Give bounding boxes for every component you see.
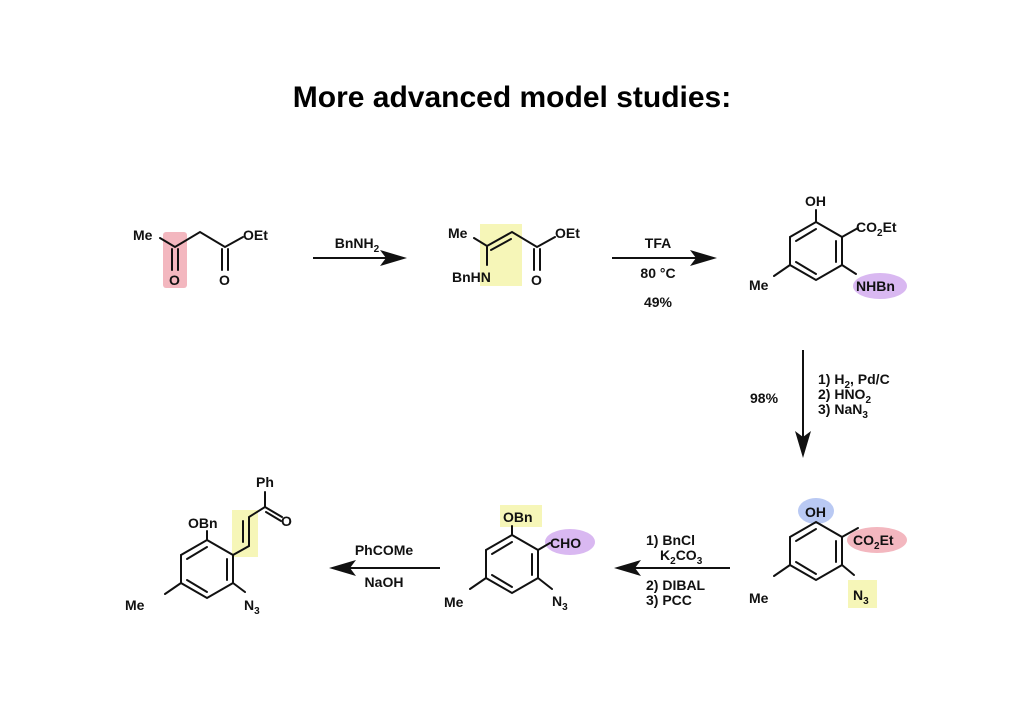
alkene-highlight (232, 510, 258, 557)
molecule-chalcone: Ph O OBn N3 Me (125, 474, 292, 617)
reaction-arrow-1: BnNH2 (313, 235, 407, 266)
reagent-step-2: 2) DIBAL (646, 577, 706, 593)
phenyl-label: Ph (256, 474, 274, 490)
ethoxy-label: OEt (243, 227, 268, 243)
hydroxyl-label: OH (805, 504, 826, 520)
methyl-label: Me (448, 225, 468, 241)
azide-label: N3 (244, 597, 260, 617)
ketone-oxygen-label: O (169, 272, 180, 288)
reagent-step-1: 1) BnCl (646, 532, 695, 548)
condition-label: 80 °C (640, 265, 675, 281)
molecule-ethyl-acetoacetate: Me O O OEt (133, 227, 268, 288)
benzylamino-label: BnHN (452, 269, 491, 285)
molecule-azidobenzaldehyde: OBn CHO N3 Me (444, 505, 595, 613)
reagent-step-3: 3) NaN3 (818, 401, 868, 421)
ethoxy-label: OEt (555, 225, 580, 241)
azide-label: N3 (552, 593, 568, 613)
benzyloxy-highlight (500, 505, 542, 527)
reagent-step-1: 1) H2, Pd/C (818, 371, 890, 391)
reagent-step-2: 2) HNO2 (818, 386, 871, 406)
page-title: More advanced model studies: (293, 81, 731, 114)
benzyloxy-label: OBn (503, 509, 533, 525)
benzyloxy-label: OBn (188, 515, 218, 531)
ester-oxygen-label: O (219, 272, 230, 288)
carbonyl-oxygen-label: O (281, 513, 292, 529)
ketone-highlight (163, 232, 187, 288)
ester-label: CO2Et (856, 219, 897, 239)
hydroxyl-highlight (798, 498, 834, 524)
reaction-arrow-5: PhCOMe NaOH (329, 542, 440, 590)
yield-label: 49% (644, 294, 673, 310)
amine-highlight (853, 273, 907, 299)
methyl-label: Me (749, 277, 769, 293)
reaction-arrow-2: TFA 80 °C 49% (612, 235, 717, 310)
reagent-step-1-base: K2CO3 (660, 547, 703, 567)
ester-label: CO2Et (853, 532, 894, 552)
ester-highlight (847, 527, 907, 553)
methyl-label: Me (125, 597, 145, 613)
methyl-label: Me (133, 227, 153, 243)
azide-label: N3 (853, 587, 869, 607)
reagent-label: TFA (645, 235, 671, 251)
azide-highlight (848, 580, 877, 608)
methyl-label: Me (749, 590, 769, 606)
molecule-azidobenzoate: OH CO2Et N3 Me (749, 498, 907, 608)
aldehyde-highlight (545, 529, 595, 555)
yield-label: 98% (750, 390, 779, 406)
molecule-enamine: Me BnHN O OEt (448, 224, 580, 288)
methyl-label: Me (444, 594, 464, 610)
hydroxyl-label: OH (805, 193, 826, 209)
base-label: NaOH (365, 574, 404, 590)
amine-label: NHBn (856, 278, 895, 294)
molecule-aminobenzoate: OH CO2Et NHBn Me (749, 193, 907, 299)
reagent-step-3: 3) PCC (646, 592, 692, 608)
ester-oxygen-label: O (531, 272, 542, 288)
reagent-label: BnNH2 (335, 235, 380, 255)
reagent-label: PhCOMe (355, 542, 414, 558)
aldehyde-label: CHO (550, 535, 581, 551)
reaction-arrow-3: 98% 1) H2, Pd/C 2) HNO2 3) NaN3 (750, 350, 890, 458)
reaction-arrow-4: 1) BnCl K2CO3 2) DIBAL 3) PCC (614, 532, 730, 608)
